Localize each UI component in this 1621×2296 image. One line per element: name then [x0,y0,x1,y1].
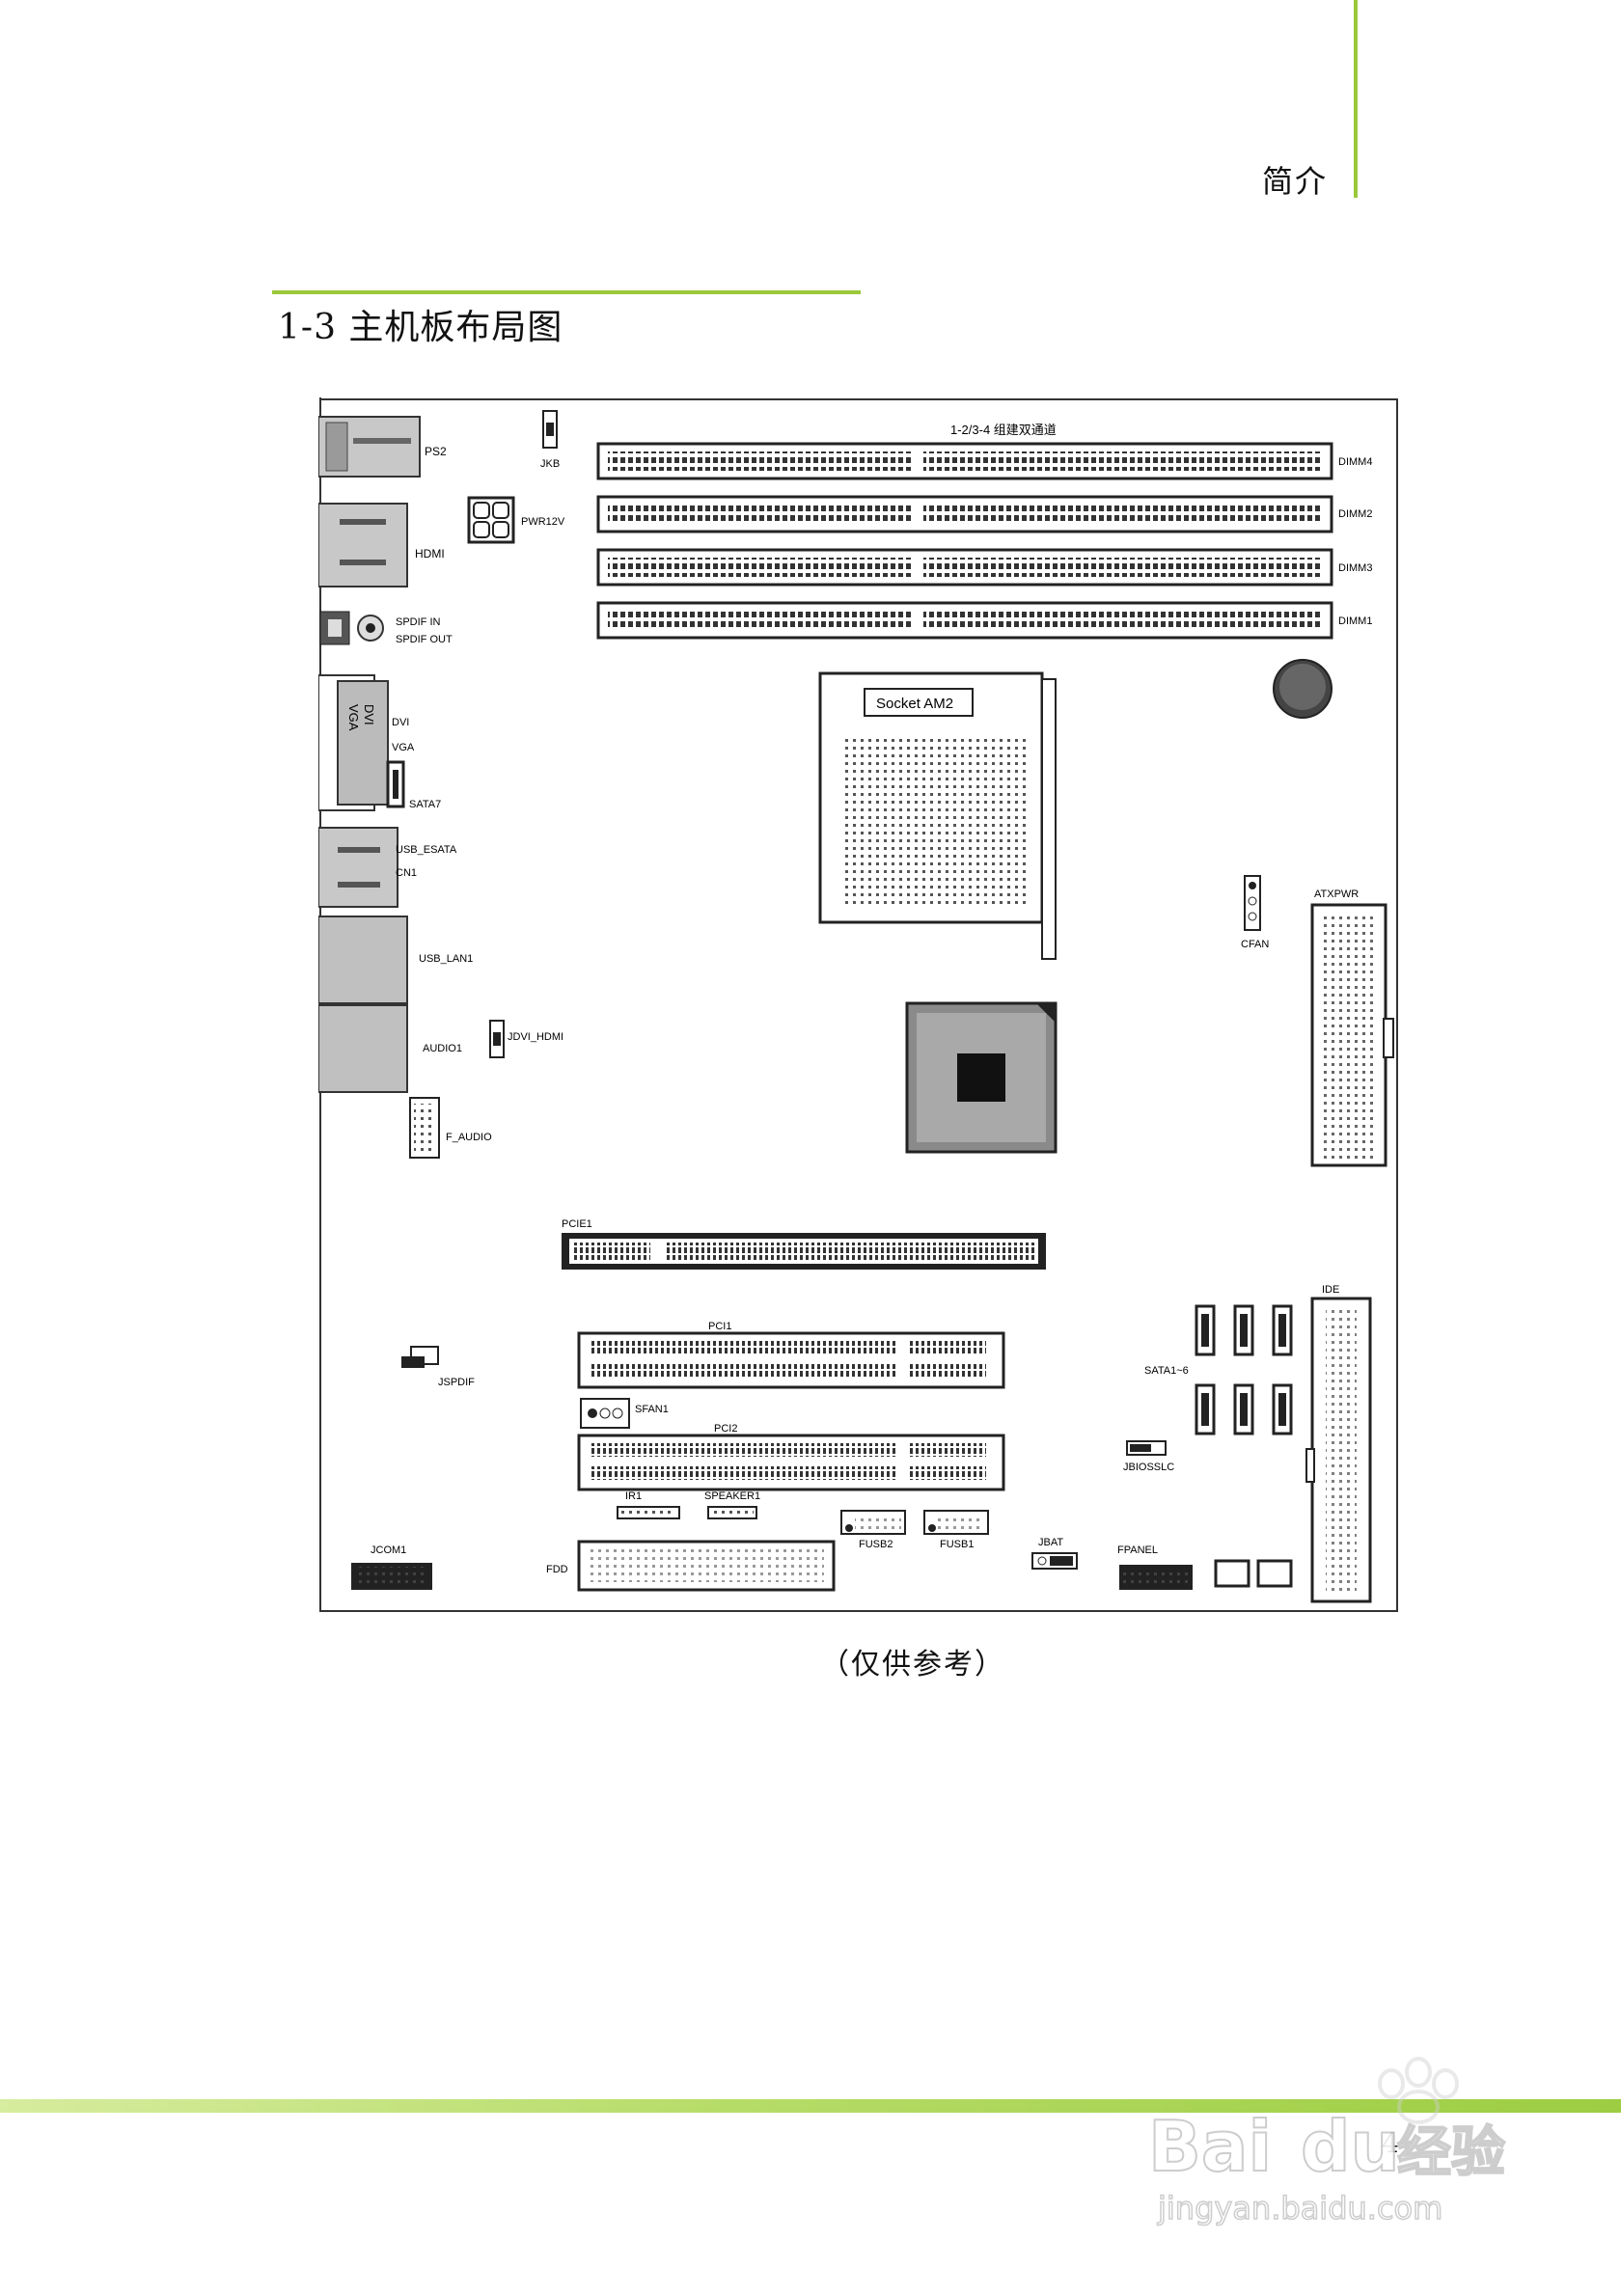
header-section-label: 简介 [1262,163,1329,200]
page-number: 4 [1382,2127,1399,2159]
label-hdmi: HDMI [415,547,445,560]
fdd-connector [577,1540,836,1592]
label-channel-note: 1-2/3-4 组建双通道 [950,423,1057,437]
label-ide: IDE [1322,1284,1339,1296]
usb-esata-port [318,827,398,908]
label-ps2: PS2 [425,445,447,458]
dimm1-slot [596,601,1333,640]
label-atxpwr: ATXPWR [1314,888,1359,900]
ir1-header [617,1506,680,1519]
board-outline [319,398,1398,1612]
dimm4-slot [596,442,1333,480]
hdmi-port [318,503,408,588]
label-pci1: PCI1 [708,1321,731,1332]
footer-accent-band [0,2099,1621,2113]
section-title: 1-3 主机板布局图 [278,308,563,347]
label-jcom1: JCOM1 [371,1544,406,1556]
label-jkb: JKB [540,458,560,470]
label-spdif-out: SPDIF OUT [396,634,453,645]
fpanel-header [1119,1565,1193,1590]
label-pci2: PCI2 [714,1423,737,1435]
section-accent-rule [272,290,861,294]
sfan1-header [580,1398,630,1429]
label-dimm4: DIMM4 [1338,456,1372,468]
usb-lan1-port [318,916,408,1004]
small-chips [1214,1559,1293,1588]
label-jbat: JBAT [1038,1537,1063,1548]
label-dimm3: DIMM3 [1338,562,1372,574]
label-pcie1: PCIE1 [562,1218,592,1230]
label-f-audio: F_AUDIO [446,1132,492,1143]
motherboard-layout-diagram: PS2 JKB 1-2/3-4 组建双通道 DIMM4 DIMM2 DIMM3 … [318,397,1398,1612]
label-dimm2: DIMM2 [1338,508,1372,520]
cfan-header [1244,875,1261,931]
northbridge-chip [905,1001,1058,1154]
jbat-jumper [1031,1552,1078,1570]
label-cpu-socket: Socket AM2 [876,696,953,712]
baidu-jingyan-watermark: Bai du 经验 jingyan.baidu.com [1147,2057,1506,2228]
watermark-brand-jingyan: 经验 [1397,2121,1505,2184]
fusb2-header [840,1510,906,1535]
cpu-socket: Socket AM2 [818,671,1057,960]
cmos-battery [1273,659,1333,719]
pci2-slot [577,1434,1005,1491]
figure-caption: （仅供参考） [820,1648,1005,1681]
label-sfan1: SFAN1 [635,1404,669,1415]
pci1-slot [577,1331,1005,1389]
dvi-vga-port: DVI VGA [318,674,389,811]
label-sata7: SATA7 [409,799,441,810]
header-accent-rule [1354,0,1358,198]
label-dvi-rotated: DVI [362,704,376,725]
label-jspdif: JSPDIF [438,1377,475,1388]
jspdif-header [401,1346,439,1368]
f-audio-header [409,1097,440,1159]
label-speaker1: SPEAKER1 [704,1490,760,1502]
ps2-port [318,416,421,478]
label-pwr12v: PWR12V [521,516,565,528]
label-spdif-in: SPDIF IN [396,616,441,628]
audio1-port [318,1004,408,1093]
label-fdd: FDD [546,1564,568,1575]
label-cn1: CN1 [396,867,417,879]
jbiosslc-jumper [1126,1440,1167,1456]
watermark-brand-du: du [1301,2106,1400,2187]
watermark-url: jingyan.baidu.com [1157,2190,1442,2227]
sata1-6-connectors [1195,1304,1293,1435]
label-jdvi-hdmi: JDVI_HDMI [508,1031,563,1043]
jkb-jumper [542,410,558,449]
label-usb-lan1: USB_LAN1 [419,953,473,965]
jcom1-header [351,1563,432,1590]
paw-icon [1378,2057,1459,2124]
label-fusb2: FUSB2 [859,1539,893,1550]
pcie1-slot [562,1233,1046,1270]
label-audio1: AUDIO1 [423,1043,462,1054]
label-sata1-6: SATA1~6 [1144,1365,1189,1377]
jdvi-hdmi-jumper [489,1020,505,1058]
ide-connector [1305,1297,1372,1603]
dimm2-slot [596,495,1333,533]
dimm3-slot [596,548,1333,587]
label-dvi: DVI [392,717,409,728]
label-fusb1: FUSB1 [940,1539,974,1550]
label-ir1: IR1 [625,1490,642,1502]
atxpwr-connector [1310,903,1394,1167]
label-vga: VGA [392,742,415,753]
label-fpanel: FPANEL [1117,1544,1158,1556]
label-jbiosslc: JBIOSSLC [1123,1462,1174,1473]
watermark-brand-bai: Bai [1148,2106,1272,2187]
pwr12v-connector [467,496,515,544]
label-usb-esata: USB_ESATA [396,844,457,856]
label-dimm1: DIMM1 [1338,615,1372,627]
sata7-connector [386,760,405,808]
label-cfan: CFAN [1241,939,1269,950]
spdif-ports [319,611,384,645]
speaker1-header [707,1506,757,1519]
fusb1-header [923,1510,989,1535]
label-vga-rotated: VGA [346,704,361,731]
